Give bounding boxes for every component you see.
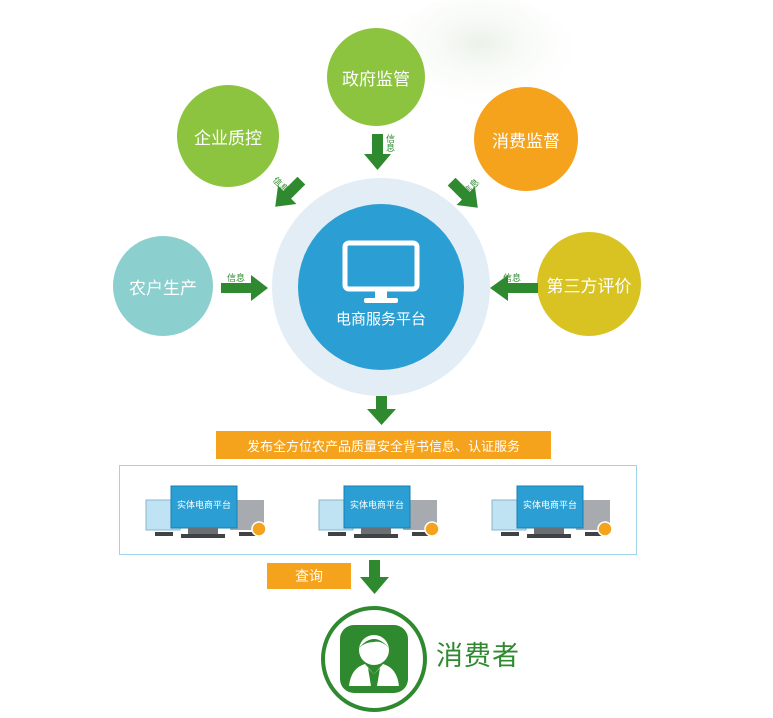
center-ecommerce-platform: 电商服务平台 xyxy=(298,204,464,370)
node-third-party-evaluation: 第三方评价 xyxy=(537,232,641,336)
arrow-center-down xyxy=(367,396,396,425)
node-farmer-production: 农户生产 xyxy=(113,236,213,336)
arrow-third-party xyxy=(490,275,538,301)
terminal-group: 实体电商平台 xyxy=(316,484,441,544)
publish-banner: 发布全方位农产品质量安全背书信息、认证服务 xyxy=(216,431,551,459)
arrow-gov xyxy=(364,134,391,170)
decorative-background xyxy=(385,0,575,115)
arrow-tag-third-party: 信息 xyxy=(503,274,522,284)
computer-terminal-icon xyxy=(491,485,613,538)
node-label: 消费监督 xyxy=(492,131,560,152)
node-label: 政府监管 xyxy=(342,69,410,90)
node-consumer-supervision: 消费监督 xyxy=(474,87,578,191)
arrow-tag-farmer: 信息 xyxy=(227,274,246,284)
node-label: 农户生产 xyxy=(129,278,197,299)
terminal-group: 实体电商平台 xyxy=(489,484,614,544)
computer-terminal-icon xyxy=(318,485,440,538)
query-tag: 查询 xyxy=(267,563,351,589)
consumer-label: 消费者 xyxy=(436,641,520,672)
arrow-tag-gov: 信息 xyxy=(384,134,394,152)
computer-terminal-icon xyxy=(145,485,267,538)
arrow-enterprise xyxy=(275,176,306,207)
center-label: 电商服务平台 xyxy=(335,310,426,328)
terminal-label: 实体电商平台 xyxy=(176,501,231,511)
terminal-group: 实体电商平台 xyxy=(143,484,268,544)
node-label: 企业质控 xyxy=(194,128,262,149)
arrow-consumer-supervision xyxy=(447,177,478,208)
consumer-avatar-icon xyxy=(321,606,427,712)
monitor-icon xyxy=(342,240,420,303)
arrow-to-consumer xyxy=(360,560,389,594)
node-enterprise-quality-control: 企业质控 xyxy=(177,85,279,187)
node-government-supervision: 政府监管 xyxy=(327,28,425,126)
terminal-label: 实体电商平台 xyxy=(522,501,577,511)
node-label: 第三方评价 xyxy=(546,276,632,297)
terminal-label: 实体电商平台 xyxy=(349,501,404,511)
arrow-farmer xyxy=(221,275,268,301)
